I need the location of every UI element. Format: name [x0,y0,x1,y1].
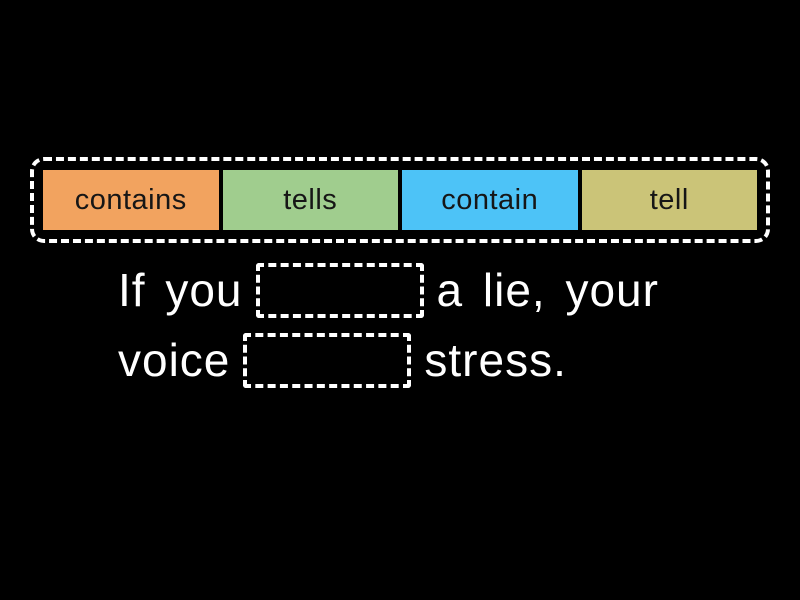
sentence-line-1: If you a lie, your [118,255,758,325]
word-bank: contains tells contain tell [30,157,770,243]
word-tile-label: contain [441,183,539,216]
word-tile-tell[interactable]: tell [579,168,759,232]
word-tile-label: tells [283,183,338,216]
sentence-text: voice [118,334,231,386]
sentence-line-2: voice stress. [118,325,758,395]
answer-blank-2[interactable] [243,332,412,388]
word-tile-label: tell [649,183,689,216]
answer-blank-1[interactable] [255,262,424,318]
word-tile-label: contains [74,183,187,216]
word-tile-contain[interactable]: contain [400,168,580,232]
sentence: If you a lie, your voice stress. [118,255,758,395]
sentence-text: stress. [424,334,567,386]
sentence-text: If you [118,264,243,316]
word-tile-contains[interactable]: contains [41,168,221,232]
word-tile-tells[interactable]: tells [220,168,400,232]
sentence-text: a lie, your [436,264,659,316]
